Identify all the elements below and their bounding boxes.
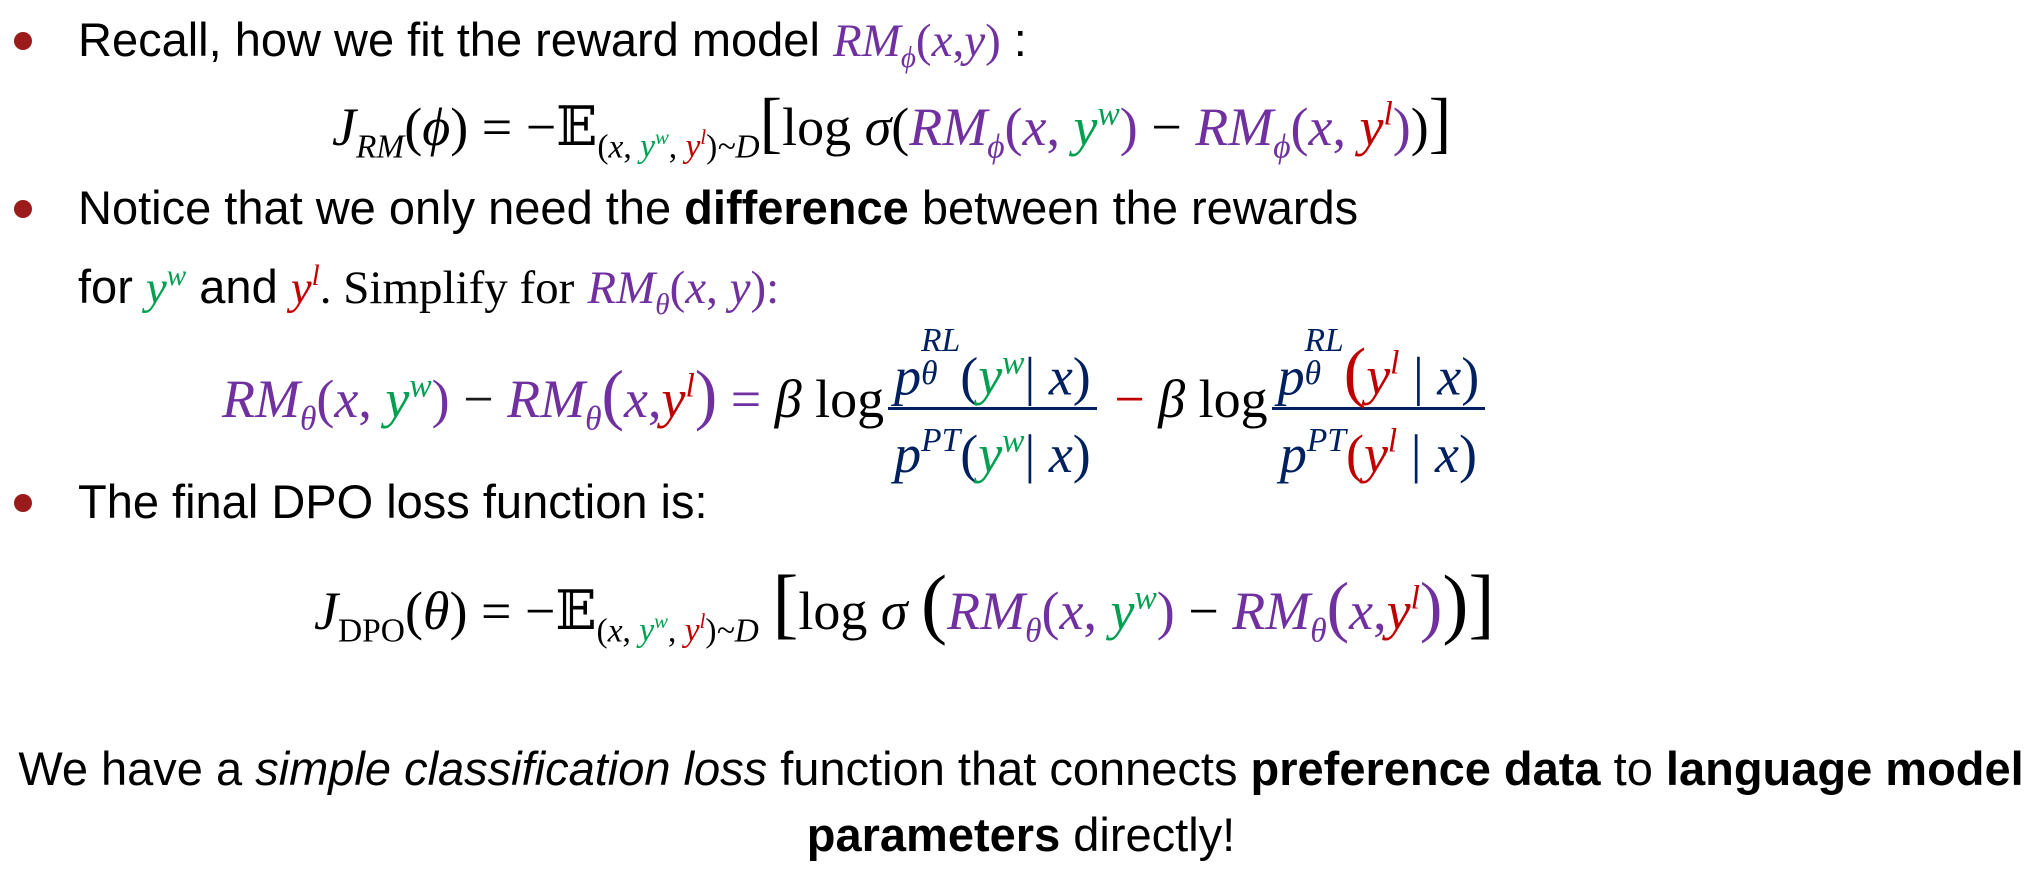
- summary-statement: We have a simple classification loss fun…: [18, 742, 2024, 861]
- bullet-1-line: Recall, how we fit the reward model RMϕ(…: [78, 12, 1027, 86]
- reward-model-objective-equation: JRM(ϕ) = −𝔼(x, yw, yl)~D[log σ(RMϕ(x, yw…: [332, 84, 1452, 166]
- preference-data-bold: preference data: [1250, 742, 1601, 795]
- bullet-dot-3: [14, 494, 32, 512]
- dpo-loss-equation: JDPO(θ) = −𝔼(x, yw, yl)~D [log σ (RMθ(x,…: [314, 558, 1495, 650]
- bullet-dot-1: [14, 32, 32, 50]
- bullet-2-line-2: for yw and yl. Simplify for RMθ(x, y):: [78, 260, 780, 322]
- y-w-symbol: yw: [145, 260, 187, 315]
- rm-theta-symbol: RMθ(x, y):: [587, 262, 780, 322]
- bullet-dot-2: [14, 200, 32, 218]
- reward-model-symbol: RMϕ(x,y): [832, 15, 1001, 75]
- bullet-1-colon: :: [1013, 13, 1027, 66]
- bullet-2-line-1: Notice that we only need the difference …: [78, 181, 1359, 234]
- difference-bold: difference: [684, 181, 909, 234]
- bullet-3-line: The final DPO loss function is:: [78, 475, 708, 528]
- simple-classification-loss-italic: simple classification loss: [255, 742, 768, 795]
- language-model-parameters-bold: language model parameters: [806, 742, 2024, 861]
- bullet-1-text: Recall, how we fit the reward model: [78, 13, 820, 66]
- y-l-symbol: yl: [290, 260, 320, 315]
